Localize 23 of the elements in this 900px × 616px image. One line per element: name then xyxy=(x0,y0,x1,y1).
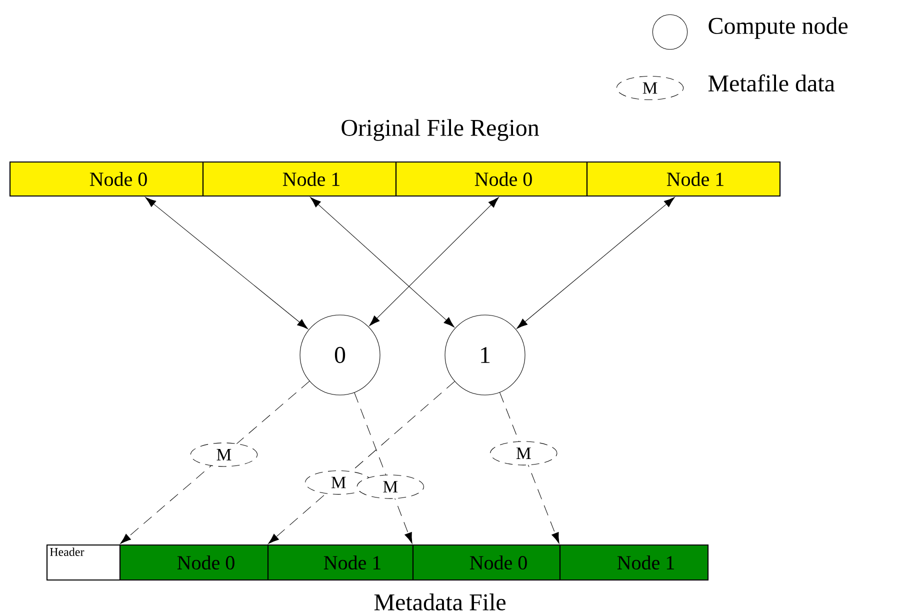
legend-text: Metafile data xyxy=(708,74,835,92)
edge-label: M xyxy=(356,474,424,499)
file-region-cell: Node 1 xyxy=(202,161,397,197)
file-region-cell: Node 1 xyxy=(586,161,781,197)
metadata-cell: Node 1 xyxy=(267,544,414,581)
arrow xyxy=(516,197,675,329)
metadata-cell: Node 0 xyxy=(412,544,561,581)
arrow xyxy=(369,197,499,326)
edge-label: M xyxy=(490,441,558,466)
file-region-cell: Node 0 xyxy=(395,161,588,197)
legend-sample: M xyxy=(616,76,684,100)
arrow xyxy=(120,380,310,544)
region-title: Original File Region xyxy=(342,119,539,141)
arrow xyxy=(145,197,308,330)
metadata-cell: Node 0 xyxy=(119,544,269,581)
header-cell: Header xyxy=(46,544,121,581)
legend-text: Compute node xyxy=(708,17,848,39)
edge-label: M xyxy=(190,442,258,467)
metadata-cell: Node 1 xyxy=(559,544,709,581)
file-title: Metadata File xyxy=(374,594,506,610)
file-region-cell: Node 0 xyxy=(9,161,204,197)
arrow xyxy=(310,197,454,328)
arrow xyxy=(268,381,455,544)
